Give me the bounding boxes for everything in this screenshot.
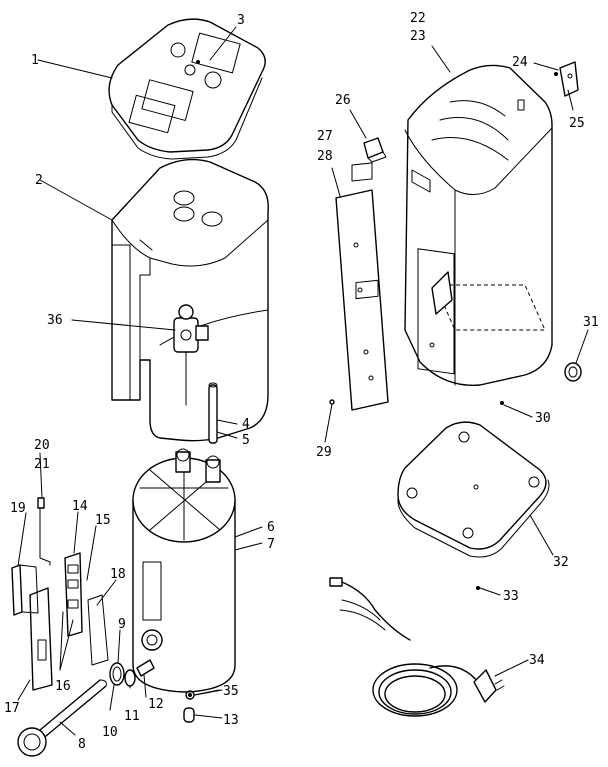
part-anode-13 [183,707,195,723]
label-part-20: 20 [34,438,50,453]
label-part-23: 23 [410,29,426,44]
label-part-12: 12 [148,697,164,712]
label-part-19: 19 [10,501,26,516]
part-heating-element [17,679,107,757]
part-base-pan [397,421,550,558]
part-outer-casing [404,64,553,387]
part-gasket-9 [109,662,125,686]
label-part-9: 9 [118,617,126,632]
part-bracket [37,497,51,566]
part-strip-28 [335,162,389,411]
label-part-28: 28 [317,149,333,164]
label-part-13: 13 [223,713,239,728]
label-part-26: 26 [335,93,351,108]
part-plate-18 [87,594,109,666]
label-part-15: 15 [95,513,111,528]
part-fitting-11 [124,669,136,687]
label-part-21: 21 [34,457,50,472]
label-part-17: 17 [4,701,20,716]
label-part-35: 35 [223,684,239,699]
part-insulation-jacket [111,158,269,442]
part-drain-valve [173,304,209,406]
label-part-6: 6 [267,520,275,535]
part-tank [132,448,236,693]
label-part-11: 11 [124,709,140,724]
label-part-4: 4 [242,417,250,432]
label-part-34: 34 [529,653,545,668]
label-part-24: 24 [512,55,528,70]
label-part-16: 16 [55,679,71,694]
label-part-14: 14 [72,499,88,514]
part-switch-26 [363,137,387,163]
label-part-1: 1 [31,53,39,68]
part-screw-30 [500,401,504,405]
part-cover-plate [29,587,53,691]
part-screw-33 [476,586,480,590]
part-nipple-12 [136,659,155,677]
part-insulation-pad [11,564,39,616]
label-part-30: 30 [535,411,551,426]
part-top-cover [108,18,266,160]
label-part-25: 25 [569,116,585,131]
part-bracket-24 [554,61,579,97]
label-part-32: 32 [553,555,569,570]
label-part-7: 7 [267,537,275,552]
part-thermostat-assembly [64,552,83,637]
label-part-3: 3 [237,13,245,28]
label-part-2: 2 [35,173,43,188]
part-knob-31 [564,362,582,382]
part-labels: 1 2 3 4 5 6 7 8 9 10 11 12 13 14 15 16 1… [4,11,599,752]
label-part-31: 31 [583,315,599,330]
part-power-cord [329,577,505,717]
label-part-8: 8 [78,737,86,752]
label-part-36: 36 [47,313,63,328]
label-part-10: 10 [102,725,118,740]
label-part-22: 22 [410,11,426,26]
label-part-33: 33 [503,589,519,604]
label-part-27: 27 [317,129,333,144]
label-part-29: 29 [316,445,332,460]
label-part-18: 18 [110,567,126,582]
part-dip-tube [208,382,218,444]
leader-lines [17,26,589,736]
part-screw-29 [329,399,335,405]
label-part-5: 5 [242,433,250,448]
